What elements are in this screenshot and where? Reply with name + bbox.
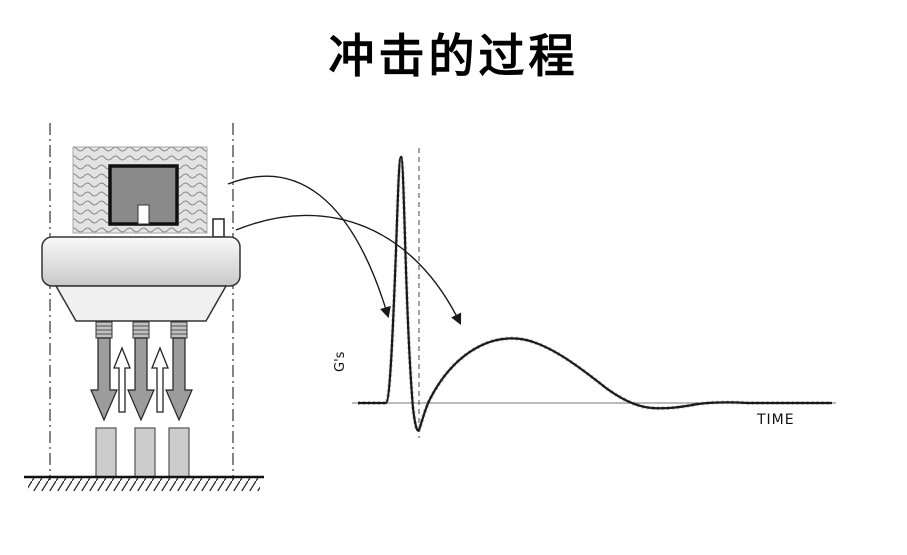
reaction-up-arrows [113,346,169,413]
shock-table-skirt [54,285,228,322]
up-arrow [113,346,131,413]
y-axis-label: G's [333,351,348,372]
drop-tester [24,123,264,491]
base-block [168,427,190,478]
piston-connectors [95,321,188,339]
product-sensor-notch [137,204,150,225]
page-title: 冲击的过程 [328,29,579,83]
impact-down-arrows [90,337,193,422]
shock-pulse-texture [358,154,832,433]
pointer-arrows [227,175,462,326]
down-arrow [90,337,118,422]
base-blocks [95,427,190,478]
product-box [108,164,179,226]
x-axis-label: TIME [756,412,795,428]
shock-pulse-curve [358,155,832,432]
down-arrow [127,337,155,422]
up-arrow [151,346,169,413]
pointer-arrow-to-pulse [235,214,462,326]
shock-table-slab [41,236,241,287]
pointer-arrow-to-spike [227,175,391,319]
down-arrow [165,337,193,422]
shock-pulse-graph: G's TIME [333,148,836,438]
base-block [134,427,156,478]
ground [24,475,264,491]
table-sensor [212,218,225,238]
base-block [95,427,117,478]
